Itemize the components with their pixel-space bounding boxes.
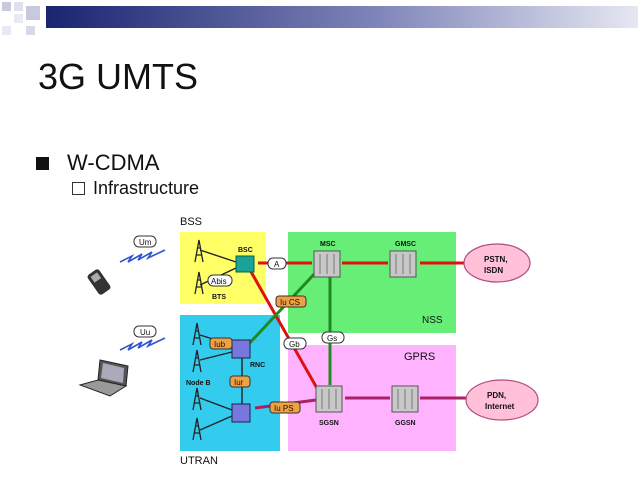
pdn-cloud-icon [465,379,539,421]
gmsc-server-icon [389,250,417,278]
iups-label: Iu PS [274,404,294,413]
pdn-label-line2: Internet [485,402,515,411]
pstn-label-line2: ISDN [484,266,503,275]
bts-antenna-icon [194,239,204,295]
pstn-label-line1: PSTN, [484,255,508,264]
slide-title: 3G UMTS [38,56,199,97]
link-nodeb-rnc-2 [199,351,233,361]
iur-label: Iur [234,378,244,387]
iub-label: Iub [214,340,226,349]
nodeb-label: Node B [186,380,211,387]
msc-server-icon [313,250,341,278]
a-label: A [274,260,280,269]
utran-label: UTRAN [180,455,218,467]
um-radio-link-icon [119,249,166,263]
hollow-square-bullet-icon [72,182,85,195]
link-nodeb-rnc2-1 [199,397,233,411]
nss-region [288,232,456,333]
subbullet-item: Infrastructure [72,178,199,199]
bts-label: BTS [212,294,226,301]
laptop-icon [78,359,129,397]
iucs-label: Iu CS [280,298,300,307]
link-bsc-sgsn [248,269,320,391]
gs-label: Gs [327,334,337,343]
gmsc-label: GMSC [395,241,416,248]
uu-label: Uu [140,328,150,337]
link-bts-bsc-1 [199,249,237,263]
rnc2-node [231,403,251,423]
sgsn-label: SGSN [319,420,339,427]
bss-label: BSS [180,216,202,228]
gprs-label: GPRS [404,351,435,363]
mobile-phone-icon [87,269,111,295]
ggsn-server-icon [391,385,419,413]
top-decoration-bar [0,0,638,38]
pstn-cloud-icon [463,243,531,283]
abis-label: Abis [211,277,227,286]
rnc-node [231,339,251,359]
ggsn-label: GGSN [395,420,416,427]
subbullet-text: Infrastructure [93,178,200,198]
bullet-text: W-CDMA [67,150,160,175]
square-bullet-icon [36,156,49,170]
bullet-item: W-CDMA [36,150,159,176]
gb-label: Gb [289,340,300,349]
nss-label: NSS [422,315,443,326]
pdn-label-line1: PDN, [487,391,506,400]
uu-radio-link-icon [119,337,166,351]
bsc-label: BSC [238,247,253,254]
sgsn-server-icon [315,385,343,413]
link-nodeb-rnc2-2 [199,415,233,431]
bsc-node [235,255,255,273]
rnc-label: RNC [250,362,265,369]
link-rnc-msc [243,268,320,350]
um-label: Um [139,238,152,247]
msc-label: MSC [320,241,336,248]
nodeb-antenna-icon [192,322,202,441]
